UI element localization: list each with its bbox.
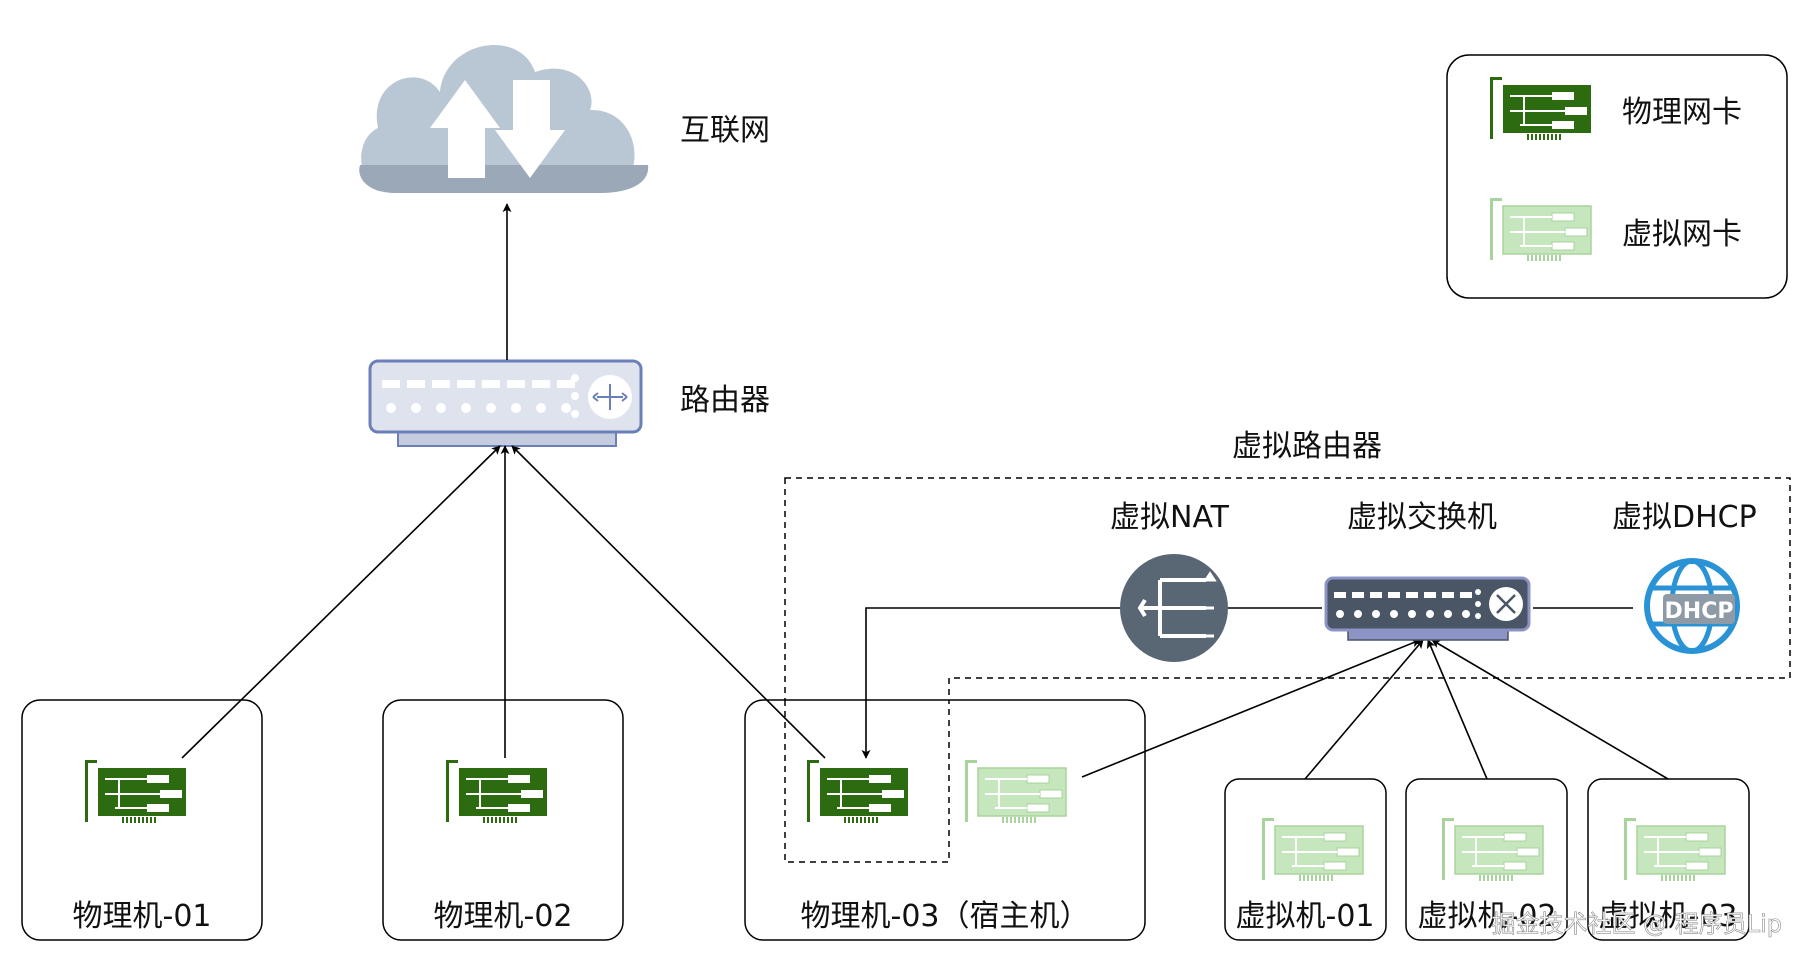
virtual-switch-label: 虚拟交换机 — [1347, 500, 1497, 535]
virtual-machine-03-label: 虚拟机-03 — [1599, 899, 1738, 934]
virtual-switch-icon — [1324, 576, 1531, 641]
physical-nic-icon — [806, 759, 909, 824]
legend-virtual-nic-label: 虚拟网卡 — [1622, 217, 1742, 252]
router-label: 路由器 — [680, 383, 770, 418]
legend-physical-nic-label: 物理网卡 — [1622, 95, 1742, 130]
physical-machine-03-host — [744, 699, 1146, 941]
virtual-nic-icon — [1623, 817, 1726, 882]
watermark: 掘金技术社区 @ 程序员Lip — [1491, 910, 1782, 938]
physical-machine-03-label: 物理机-03（宿主机） — [801, 899, 1090, 934]
virtual-machine-02-label: 虚拟机-02 — [1418, 899, 1557, 934]
virtual-nic-icon — [1441, 817, 1544, 882]
virtual-nat-label: 虚拟NAT — [1110, 500, 1230, 535]
virtual-nic-icon — [1261, 817, 1364, 882]
physical-nic-icon — [445, 759, 548, 824]
physical-nic-icon — [84, 759, 187, 824]
router-icon — [368, 359, 643, 447]
physical-machine-01-label: 物理机-01 — [73, 899, 212, 934]
virtual-nic-icon — [964, 759, 1067, 824]
internet-cloud-icon — [359, 45, 649, 194]
internet-label: 互联网 — [680, 113, 770, 148]
virtual-nat-icon — [1120, 554, 1228, 662]
virtual-dhcp-icon: DHCP — [1644, 558, 1740, 654]
legend: 物理网卡 虚拟网卡 — [1446, 54, 1788, 299]
virtual-machine-01-label: 虚拟机-01 — [1236, 899, 1375, 934]
dhcp-icon-text: DHCP — [1665, 599, 1734, 624]
legend-virtual-nic-icon — [1489, 197, 1592, 262]
connections — [181, 203, 1669, 780]
virtual-router-boundary — [784, 477, 1791, 863]
legend-physical-nic-icon — [1489, 76, 1592, 141]
physical-machine-02-label: 物理机-02 — [434, 899, 573, 934]
virtual-router-label: 虚拟路由器 — [1232, 429, 1382, 464]
virtual-dhcp-label: 虚拟DHCP — [1612, 500, 1757, 535]
